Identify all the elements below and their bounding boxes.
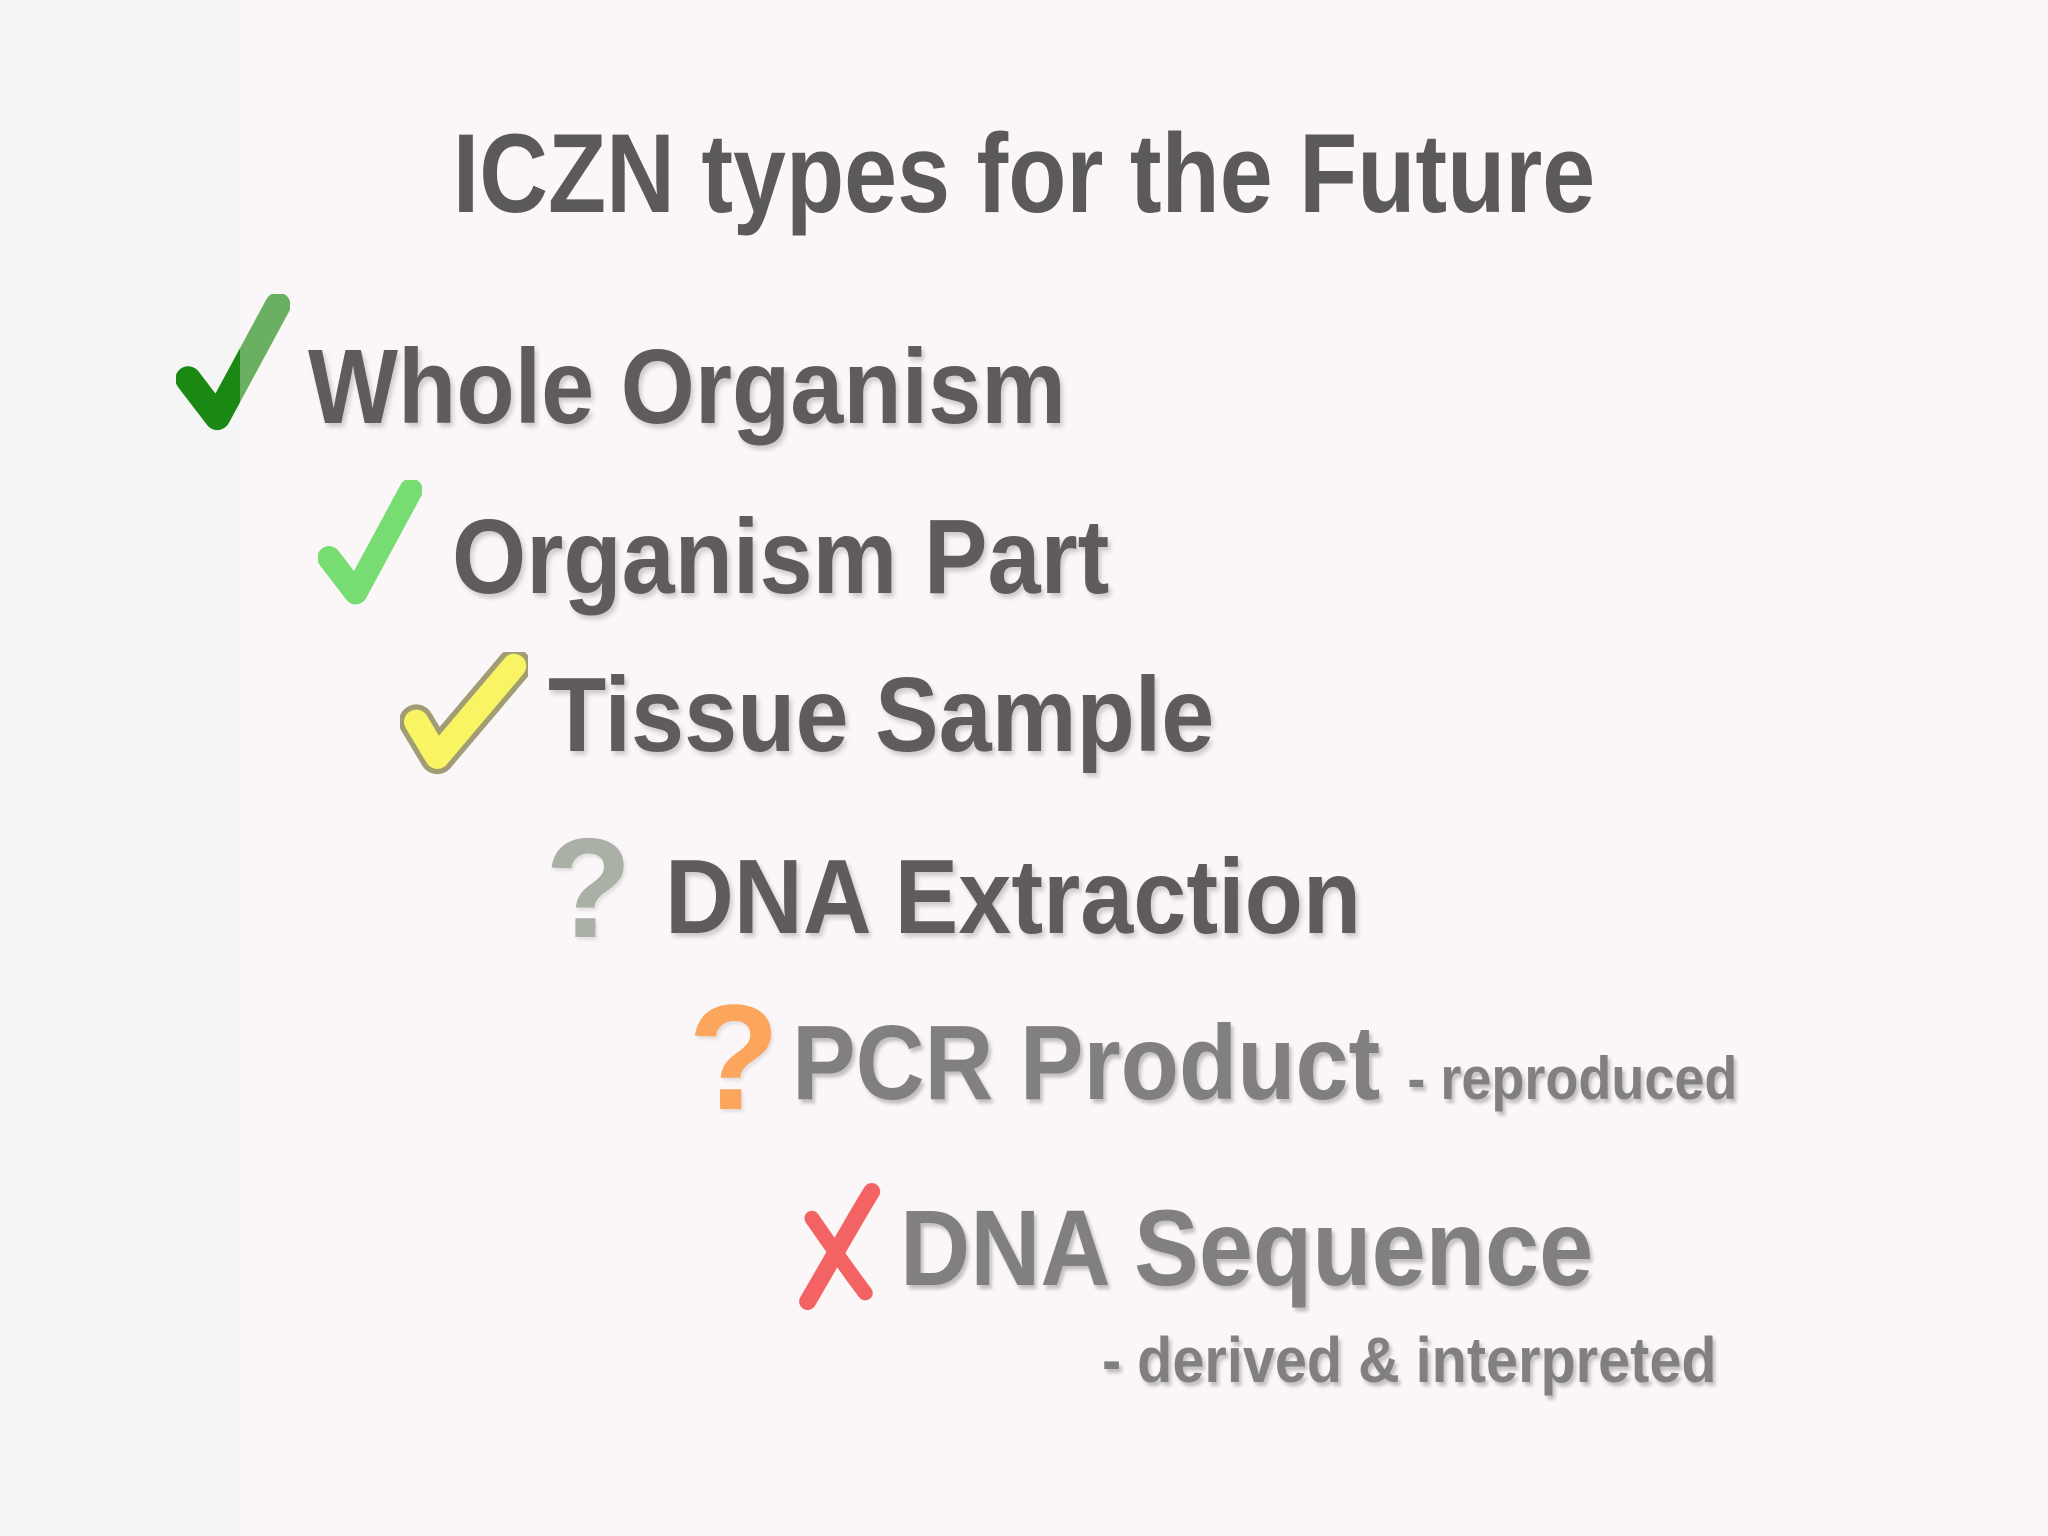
item-organism-part: Organism Part xyxy=(452,498,1110,616)
item-pcr-product: PCR Product xyxy=(792,1004,1381,1122)
item-tissue-sample: Tissue Sample xyxy=(548,656,1215,774)
dark-green-check-icon xyxy=(176,294,290,434)
item-pcr-product-row: PCR Product - reproduced xyxy=(792,1010,1737,1116)
slide-title-text: ICZN types for the Future xyxy=(452,111,1596,236)
red-cross-icon xyxy=(784,1182,890,1310)
item-dna-sequence: DNA Sequence xyxy=(900,1187,1594,1308)
item-dna-extraction: DNA Extraction xyxy=(665,838,1362,956)
bright-green-check-icon xyxy=(318,480,422,608)
orange-question-icon: ? xyxy=(688,973,780,1141)
item-whole-organism: Whole Organism xyxy=(308,328,1066,446)
slide-title: ICZN types for the Future xyxy=(0,118,2048,230)
yellow-check-icon xyxy=(400,652,528,780)
gray-question-icon: ? xyxy=(545,809,632,968)
item-dna-sequence-suffix: - derived & interpreted xyxy=(1102,1324,1717,1396)
item-pcr-product-suffix: - reproduced xyxy=(1407,1045,1738,1112)
